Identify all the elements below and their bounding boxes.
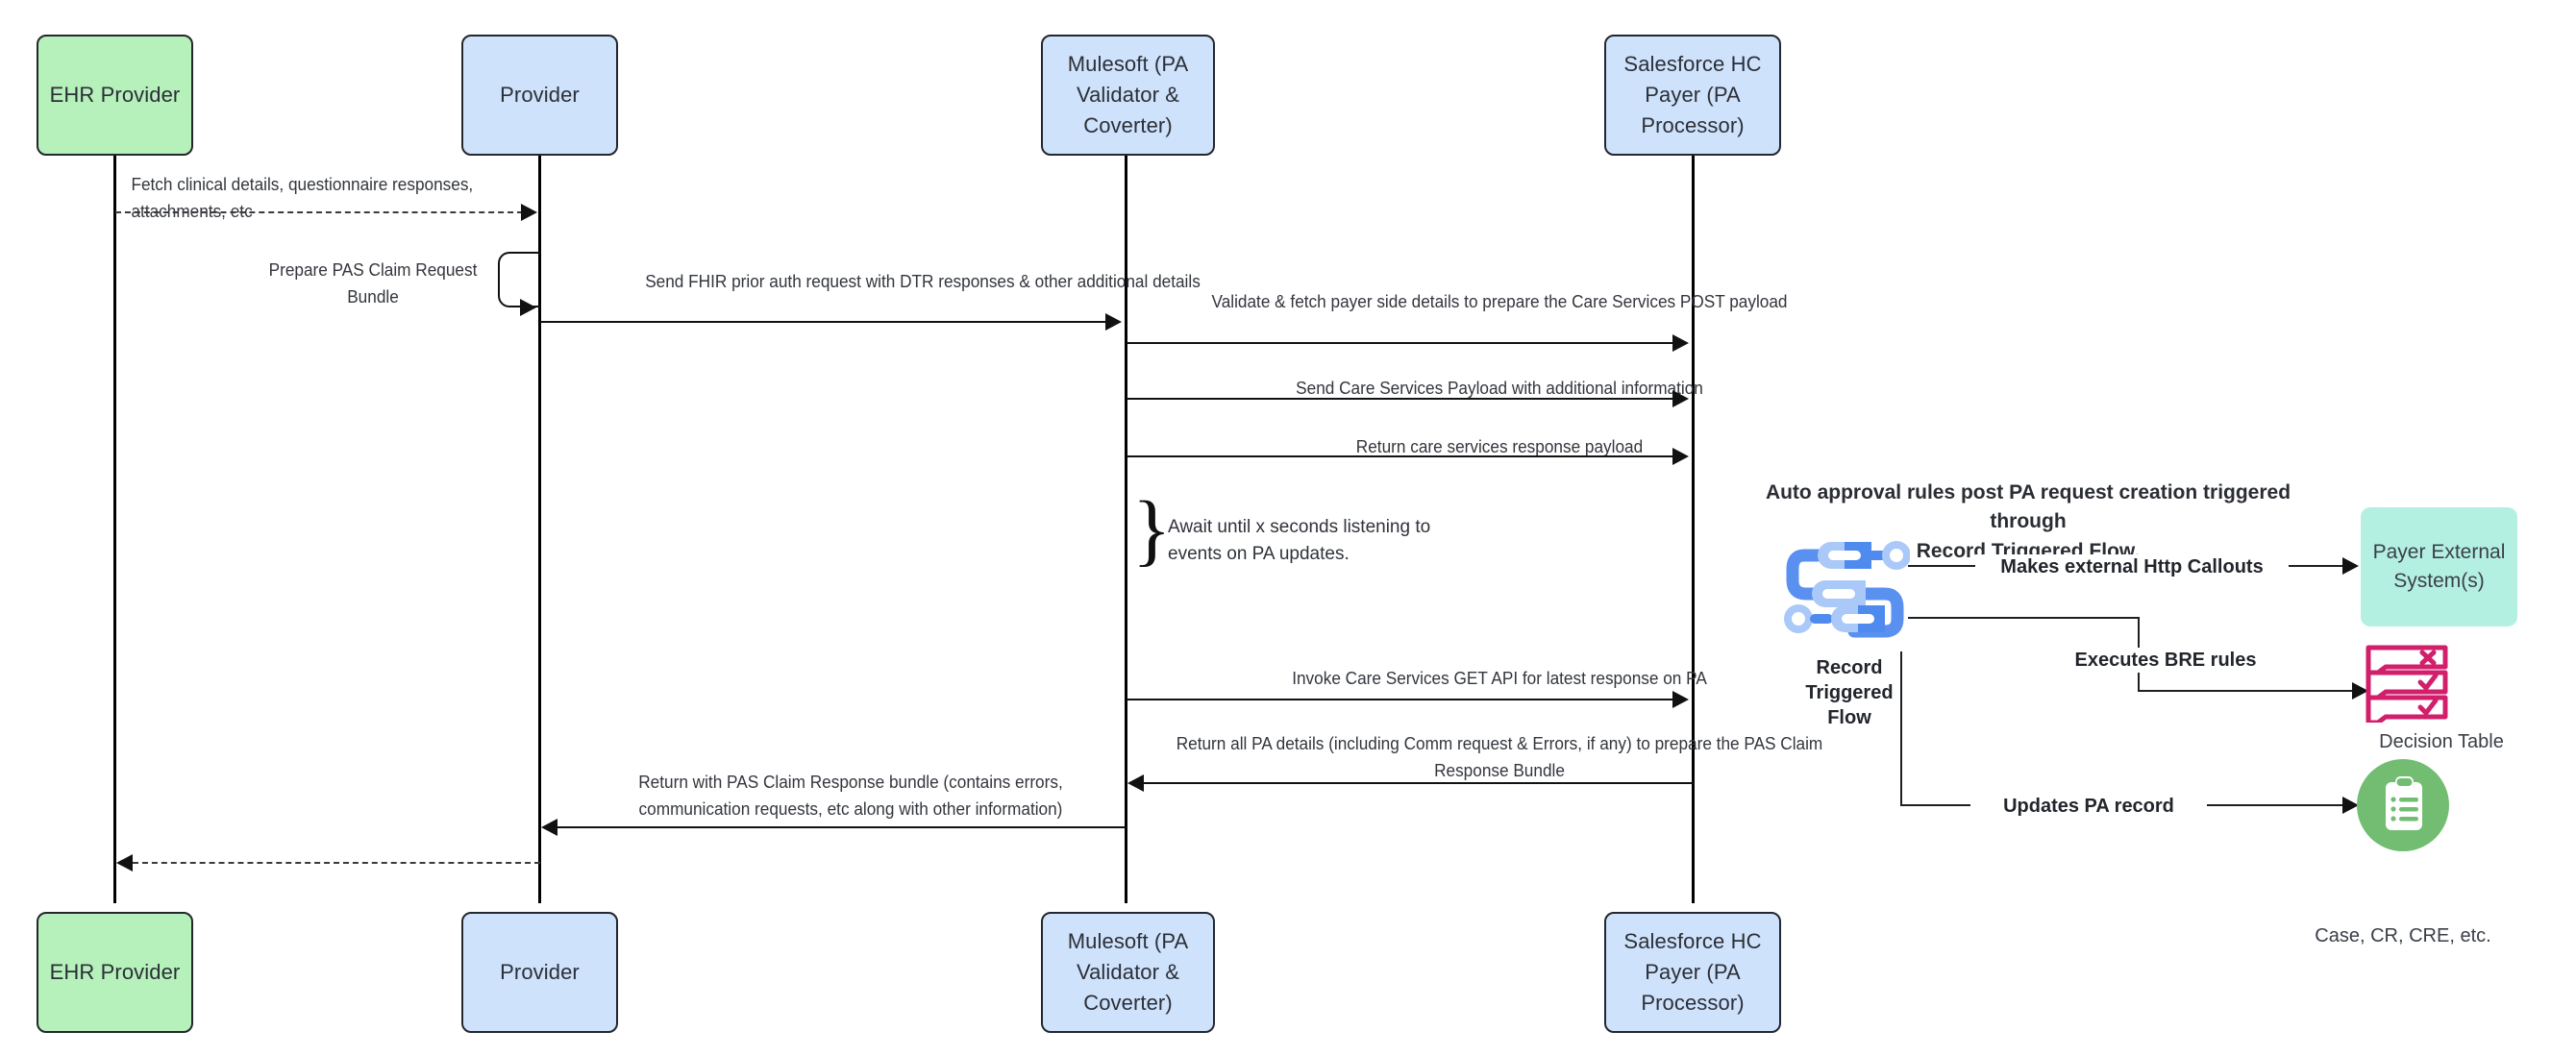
lifeline-provider	[538, 154, 541, 903]
message-arrowhead-return-care-services-response	[1672, 448, 1689, 465]
actor-label-mulesoft-bottom: Mulesoft (PA Validator & Coverter)	[1067, 929, 1189, 1015]
payer-external-system-box[interactable]: Payer External System(s)	[2361, 507, 2517, 626]
message-label-validate-fetch-payer: Validate & fetch payer side details to p…	[1211, 291, 1788, 311]
lifeline-mulesoft	[1125, 154, 1127, 903]
connector-label-updates-pa: Updates PA record	[1970, 794, 2207, 819]
note-line-2: events on PA updates.	[1168, 543, 1350, 564]
message-arrowhead-return-pas-claim-response	[541, 819, 557, 836]
actor-label-mulesoft-top: Mulesoft (PA Validator & Coverter)	[1067, 52, 1189, 137]
message-line-validate-fetch-payer	[1127, 342, 1674, 344]
message-line-return-all-pa-details	[1144, 782, 1694, 784]
message-arrowhead-invoke-care-services-get	[1672, 691, 1689, 708]
actor-box-salesforce-bottom[interactable]: Salesforce HC Payer (PA Processor)	[1604, 912, 1781, 1033]
message-line-invoke-care-services-get	[1127, 699, 1674, 700]
message-label-send-fhir-prior-auth: Send FHIR prior auth request with DTR re…	[645, 271, 1201, 291]
flow-panel-title-line-1: Auto approval rules post PA request crea…	[1765, 481, 2291, 533]
actor-box-ehr-bottom[interactable]: EHR Provider	[37, 912, 193, 1033]
message-line-return-to-ehr	[133, 862, 540, 864]
actor-label-salesforce-bottom: Salesforce HC Payer (PA Processor)	[1623, 929, 1762, 1015]
message-arrowhead-validate-fetch-payer	[1672, 334, 1689, 352]
connector-arrowhead-updates-pa	[2342, 797, 2359, 814]
actor-box-provider-top[interactable]: Provider	[461, 35, 618, 156]
flow-caption-line-3: Flow	[1827, 707, 1871, 728]
decision-table-caption: Decision Table	[2379, 731, 2504, 752]
connector-label-http-callouts: Makes external Http Callouts	[1975, 554, 2289, 579]
flow-caption-line-2: Triggered	[1805, 682, 1894, 703]
record-triggered-flow-icon[interactable]	[1783, 534, 1911, 648]
connector-line-bre-rules-bottom	[2138, 690, 2359, 692]
actor-label-provider-bottom: Provider	[500, 960, 580, 985]
lifeline-salesforce	[1692, 154, 1695, 903]
connector-arrowhead-http-callouts	[2342, 557, 2359, 575]
connector-arrowhead-bre-rules	[2352, 682, 2368, 700]
message-line-send-fhir-prior-auth	[540, 321, 1107, 323]
actor-box-mulesoft-bottom[interactable]: Mulesoft (PA Validator & Coverter)	[1041, 912, 1215, 1033]
payer-external-system-line-1: Payer External	[2372, 540, 2506, 563]
connector-label-bre-rules: Executes BRE rules	[2047, 648, 2284, 673]
decision-table-icon[interactable]	[2365, 644, 2453, 725]
connector-line-updates-pa-vertical	[1900, 651, 1902, 805]
record-triggered-flow-caption: Record Triggered Flow	[1783, 655, 1916, 730]
message-arrowhead-send-fhir-prior-auth	[1105, 313, 1122, 331]
message-arrowhead-return-all-pa-details	[1127, 774, 1144, 792]
note-line-1: Await until x seconds listening to	[1168, 517, 1431, 537]
message-line-return-pas-claim-response	[557, 826, 1127, 828]
message-arrowhead-return-to-ehr	[116, 854, 133, 872]
message-label-return-care-services-response: Return care services response payload	[1355, 436, 1644, 456]
lifeline-ehr	[113, 154, 116, 903]
message-line-return-care-services-response	[1127, 455, 1674, 457]
flow-caption-line-1: Record	[1816, 657, 1883, 678]
message-label-return-all-pa-details: Return all PA details (including Comm re…	[1176, 733, 1823, 780]
actor-box-ehr-top[interactable]: EHR Provider	[37, 35, 193, 156]
actor-box-provider-bottom[interactable]: Provider	[461, 912, 618, 1033]
actor-label-provider-top: Provider	[500, 83, 580, 108]
note-label-await-events: Await until x seconds listening to event…	[1168, 514, 1456, 567]
connector-line-bre-rules-top	[1908, 617, 2139, 619]
actor-box-mulesoft-top[interactable]: Mulesoft (PA Validator & Coverter)	[1041, 35, 1215, 156]
message-label-invoke-care-services-get: Invoke Care Services GET API for latest …	[1292, 668, 1707, 688]
message-arrowhead-prepare-pas-bundle	[520, 299, 536, 316]
message-label-return-pas-claim-response: Return with PAS Claim Response bundle (c…	[638, 772, 1063, 819]
pa-record-caption: Case, CR, CRE, etc.	[2315, 925, 2491, 946]
message-label-prepare-pas-bundle: Prepare PAS Claim Request Bundle	[268, 259, 478, 307]
message-line-send-care-services-payload	[1127, 398, 1674, 400]
message-arrowhead-fetch-clinical-details	[521, 204, 537, 221]
actor-box-salesforce-top[interactable]: Salesforce HC Payer (PA Processor)	[1604, 35, 1781, 156]
actor-label-salesforce-top: Salesforce HC Payer (PA Processor)	[1623, 52, 1762, 137]
message-label-send-care-services-payload: Send Care Services Payload with addition…	[1296, 378, 1703, 398]
note-brace-await-events: }	[1132, 485, 1172, 575]
message-arrowhead-send-care-services-payload	[1672, 390, 1689, 407]
payer-external-system-line-2: System(s)	[2393, 570, 2485, 592]
actor-label-ehr-top: EHR Provider	[49, 83, 181, 108]
message-label-fetch-clinical-details: Fetch clinical details, questionnaire re…	[131, 174, 474, 221]
actor-label-ehr-bottom: EHR Provider	[49, 960, 181, 985]
message-line-fetch-clinical-details	[115, 211, 523, 213]
message-selfloop-prepare-pas-bundle	[498, 252, 540, 307]
pa-record-icon[interactable]	[2357, 759, 2449, 851]
